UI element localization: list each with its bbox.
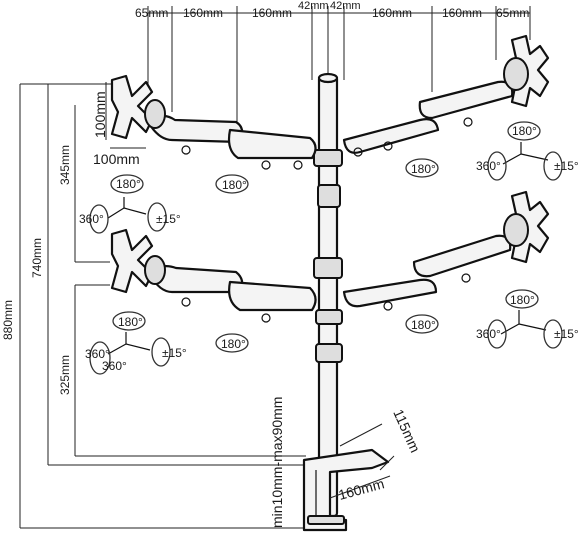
swivel-arrow-icon — [505, 289, 539, 309]
dim-160-left-a: 160mm — [183, 6, 223, 20]
ur-tilt-label: ±15° — [554, 159, 579, 173]
upper-arm-left-swivel-label: 180° — [222, 178, 247, 192]
upper-arm-right-swivel-label: 180° — [411, 162, 436, 176]
lr-tilt-label: ±15° — [554, 327, 579, 341]
tilt-arrow-icon — [543, 319, 563, 349]
dim-160-left-b: 160mm — [252, 6, 292, 20]
vesa-height-label: 100mm — [92, 91, 108, 138]
swivel-arrow-icon — [405, 314, 439, 334]
ll-rotate-label-2: 360° — [102, 359, 127, 373]
swivel-arrow-icon — [110, 174, 144, 194]
lower-left-vesa-plate — [110, 228, 166, 294]
desk-clamp — [302, 423, 395, 532]
tilt-arrow-icon — [147, 202, 167, 232]
ll-rotate-label: 360° — [85, 347, 110, 361]
rotation-cluster-upper-left — [89, 174, 167, 234]
clamp-range-label: min10mm-max90mm — [269, 397, 285, 528]
lower-right-arm — [342, 234, 512, 311]
dim-345: 345mm — [58, 145, 72, 185]
upper-right-arm — [342, 80, 514, 157]
ur-swivel-label: 180° — [512, 124, 537, 138]
rotation-cluster-upper-right — [487, 121, 563, 181]
central-pole — [313, 72, 343, 518]
lower-arm-right-swivel-label: 180° — [411, 318, 436, 332]
top-dimension-line — [147, 6, 531, 125]
tilt-arrow-icon — [151, 337, 171, 367]
clamp-depth-label: 115mm — [390, 407, 423, 455]
ul-tilt-label: ±15° — [156, 212, 181, 226]
lr-rotate-label: 360° — [476, 327, 501, 341]
rotate-arrow-icon — [487, 319, 507, 349]
rotation-cluster-lower-right — [487, 289, 563, 349]
lr-swivel-label: 180° — [510, 293, 535, 307]
dim-65-left: 65mm — [135, 6, 168, 20]
dim-160-right-a: 160mm — [372, 6, 412, 20]
height-dimension-lines — [19, 83, 312, 529]
swivel-arrow-icon — [215, 174, 249, 194]
dim-325: 325mm — [58, 355, 72, 395]
dim-880: 880mm — [1, 300, 15, 340]
lower-right-vesa-plate — [503, 190, 550, 264]
ur-rotate-label: 360° — [476, 159, 501, 173]
lower-arm-left-swivel-label: 180° — [221, 337, 246, 351]
tilt-arrow-icon — [543, 151, 563, 181]
rotation-cluster-lower-left — [89, 311, 171, 375]
swivel-arrow-icon — [507, 121, 541, 141]
ll-tilt-label: ±15° — [162, 346, 187, 360]
upper-left-vesa-plate — [110, 74, 166, 140]
rotate-arrow-icon — [89, 204, 109, 234]
ll-swivel-label: 180° — [118, 315, 143, 329]
upper-left-arm — [148, 114, 317, 170]
vesa-width-label: 100mm — [93, 151, 140, 167]
dim-65-right: 65mm — [496, 6, 529, 20]
ul-rotate-label: 360° — [79, 212, 104, 226]
swivel-arrow-icon — [112, 311, 146, 331]
dim-160-right-b: 160mm — [442, 6, 482, 20]
dim-740: 740mm — [30, 238, 44, 278]
swivel-arrow-icon — [215, 333, 249, 353]
rotate-arrow-icon — [487, 151, 507, 181]
dim-42-b: 42mm — [330, 0, 361, 12]
clamp-width-label: 160mm — [337, 475, 386, 503]
lower-left-arm — [148, 265, 317, 323]
rotate-arrow-icon — [89, 341, 111, 375]
swivel-arrow-icon — [405, 158, 439, 178]
dim-42-a: 42mm — [298, 0, 329, 12]
ul-swivel-label: 180° — [116, 177, 141, 191]
upper-right-vesa-plate — [503, 34, 550, 108]
